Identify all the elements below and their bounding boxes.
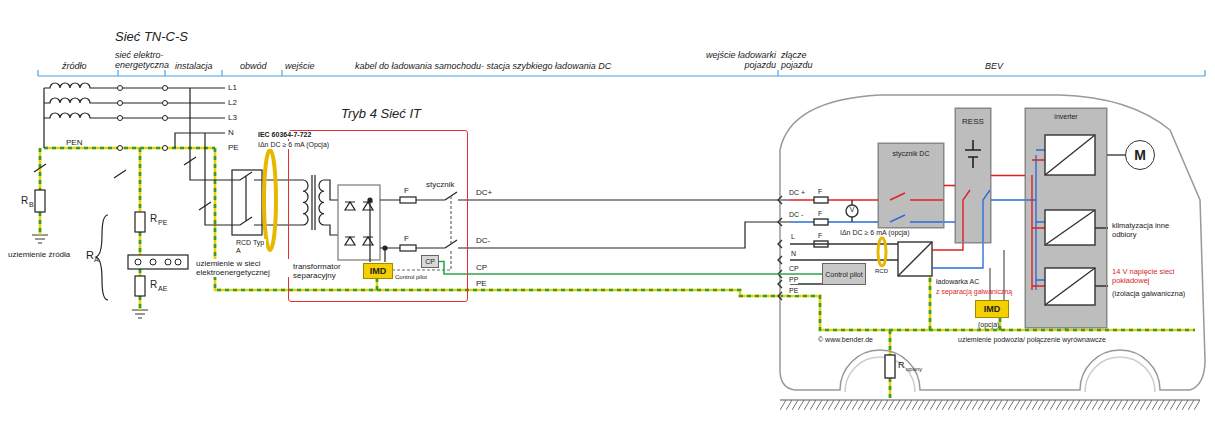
inverter-box: inverter [1025,108,1107,328]
diagram-label: PE [476,279,487,288]
node-note: (opcja) [978,321,999,328]
diagram-label: F [818,188,822,196]
diagram-label: R [898,360,905,370]
diagram-label: uziemienie podwozia/ połączenie wyrównaw… [958,336,1106,344]
diagram-label: kabel do ładowania samochodu- stacja szy… [355,61,611,71]
diagram-label: obwód [240,61,267,71]
diagram-label: uziemienie źródła [8,250,70,259]
diagram-label: R [86,249,94,262]
diagram-label: F [404,186,409,195]
diagram-label: L1 [228,83,237,92]
diagram-label: F [818,210,822,218]
node-label: Control pilot [825,271,862,278]
rcd-device [232,150,276,250]
diagram-label: DC+ [476,188,492,197]
wire-connector [944,185,955,187]
node-label: M [1134,147,1146,163]
diagram-label: F [818,232,822,240]
cp-box: CP [421,255,439,268]
diagram-label: sieć elektro- energetyczna [115,50,171,71]
transformer-rectifier [303,175,790,270]
node-label: CP [425,258,435,265]
diagram-label: (izolacja galwaniczna) [1112,290,1185,299]
wire-connector [991,175,1025,177]
diagram-label: CP [789,265,799,273]
diagram-label: R [150,213,157,225]
node-label: stycznik DC [893,150,930,157]
diagram-label: Control pilot [395,274,431,281]
diagram-label: PP [789,276,798,284]
diagram-label: V [846,206,858,214]
diagram-label: stycznik [426,180,454,189]
imd-box: IMD(opcja) [975,300,1009,318]
diagram-label: N [791,250,796,258]
diagram-label: PE [158,219,167,227]
diagram-label: IΔn DC ≥ 6 mA (Opcja) [258,141,329,149]
diagram-label: z separacją galwaniczną [936,288,1012,296]
node-label: IMD [370,266,387,276]
diagram-label: DC + [789,189,805,197]
wire-connector [439,262,822,275]
node-label: RESS [962,117,984,126]
diagram-label: © www.bender.de [818,336,873,344]
diagram-label: instalacja [175,61,213,71]
diagram-label: źródło [62,61,87,71]
diagram-label: DC- [476,236,490,245]
scope-brackets [38,70,1205,76]
contactor-box: stycznik DC [878,143,944,228]
vehicle-panels [878,108,1107,328]
node-label: inverter [1054,113,1077,120]
diagram-label: L2 [228,98,237,107]
diagram-label: B [29,201,34,209]
diagram-label: R [150,279,157,291]
pe-conductor [40,148,1195,398]
ground-symbols [32,235,148,318]
motor-circle: M [1125,140,1155,170]
wire-connector [1107,154,1125,156]
diagram-label: CP [476,263,487,272]
diagram-label: F [404,234,409,243]
diagram-label: IΔn DC ≥ 6 mA (opcja) [840,229,910,237]
node-label: IMD [984,304,1001,314]
diagram-label: PE [789,287,798,295]
diagram-label: 14 V napięcie sieci pokładowej [1112,268,1200,285]
diagram-label: RCD [875,268,888,275]
diagram-label: ładowarka AC [936,278,979,286]
control-pilot-box: Control pilot [822,263,866,285]
diagram-label: transformator separacyjny [293,262,355,280]
vehicle-wiring [778,135,1108,378]
diagram-label: A [94,256,99,264]
node-label: Tryb 4 Sieć IT [341,106,421,121]
diagram-label: BEV [985,61,1003,71]
diagram-label: złącze pojazdu [781,50,825,71]
diagram-label: wejście [285,61,315,71]
diagram-label: N [228,128,234,137]
car-body [780,95,1205,392]
diagram-label: PE [228,143,239,152]
diagram-label: DC - [789,211,803,219]
pe-conductor-stripe [40,148,1195,398]
diagram-label: opony [906,366,922,373]
diagram-label: L3 [228,113,237,122]
diagram-label: RCD Typ A [236,239,266,255]
diagram-label: PEN [66,138,82,147]
diagram-label: klimatyzacja inne odbiory [1112,222,1174,239]
diagram-label: L [791,233,795,241]
diagram-label: wejście ładowarki pojazdu [698,50,776,71]
battery-box: RESS [955,108,991,243]
diagram-label: R [21,195,28,207]
terminals [118,86,182,266]
diagram-label: Sieć TN-C-S [115,30,188,45]
imd-box: IMD [363,263,393,279]
ground-hatch [780,400,1200,410]
diagram-label: AE [158,285,167,293]
diagram-label: IEC 60364-7-722 [258,131,311,139]
